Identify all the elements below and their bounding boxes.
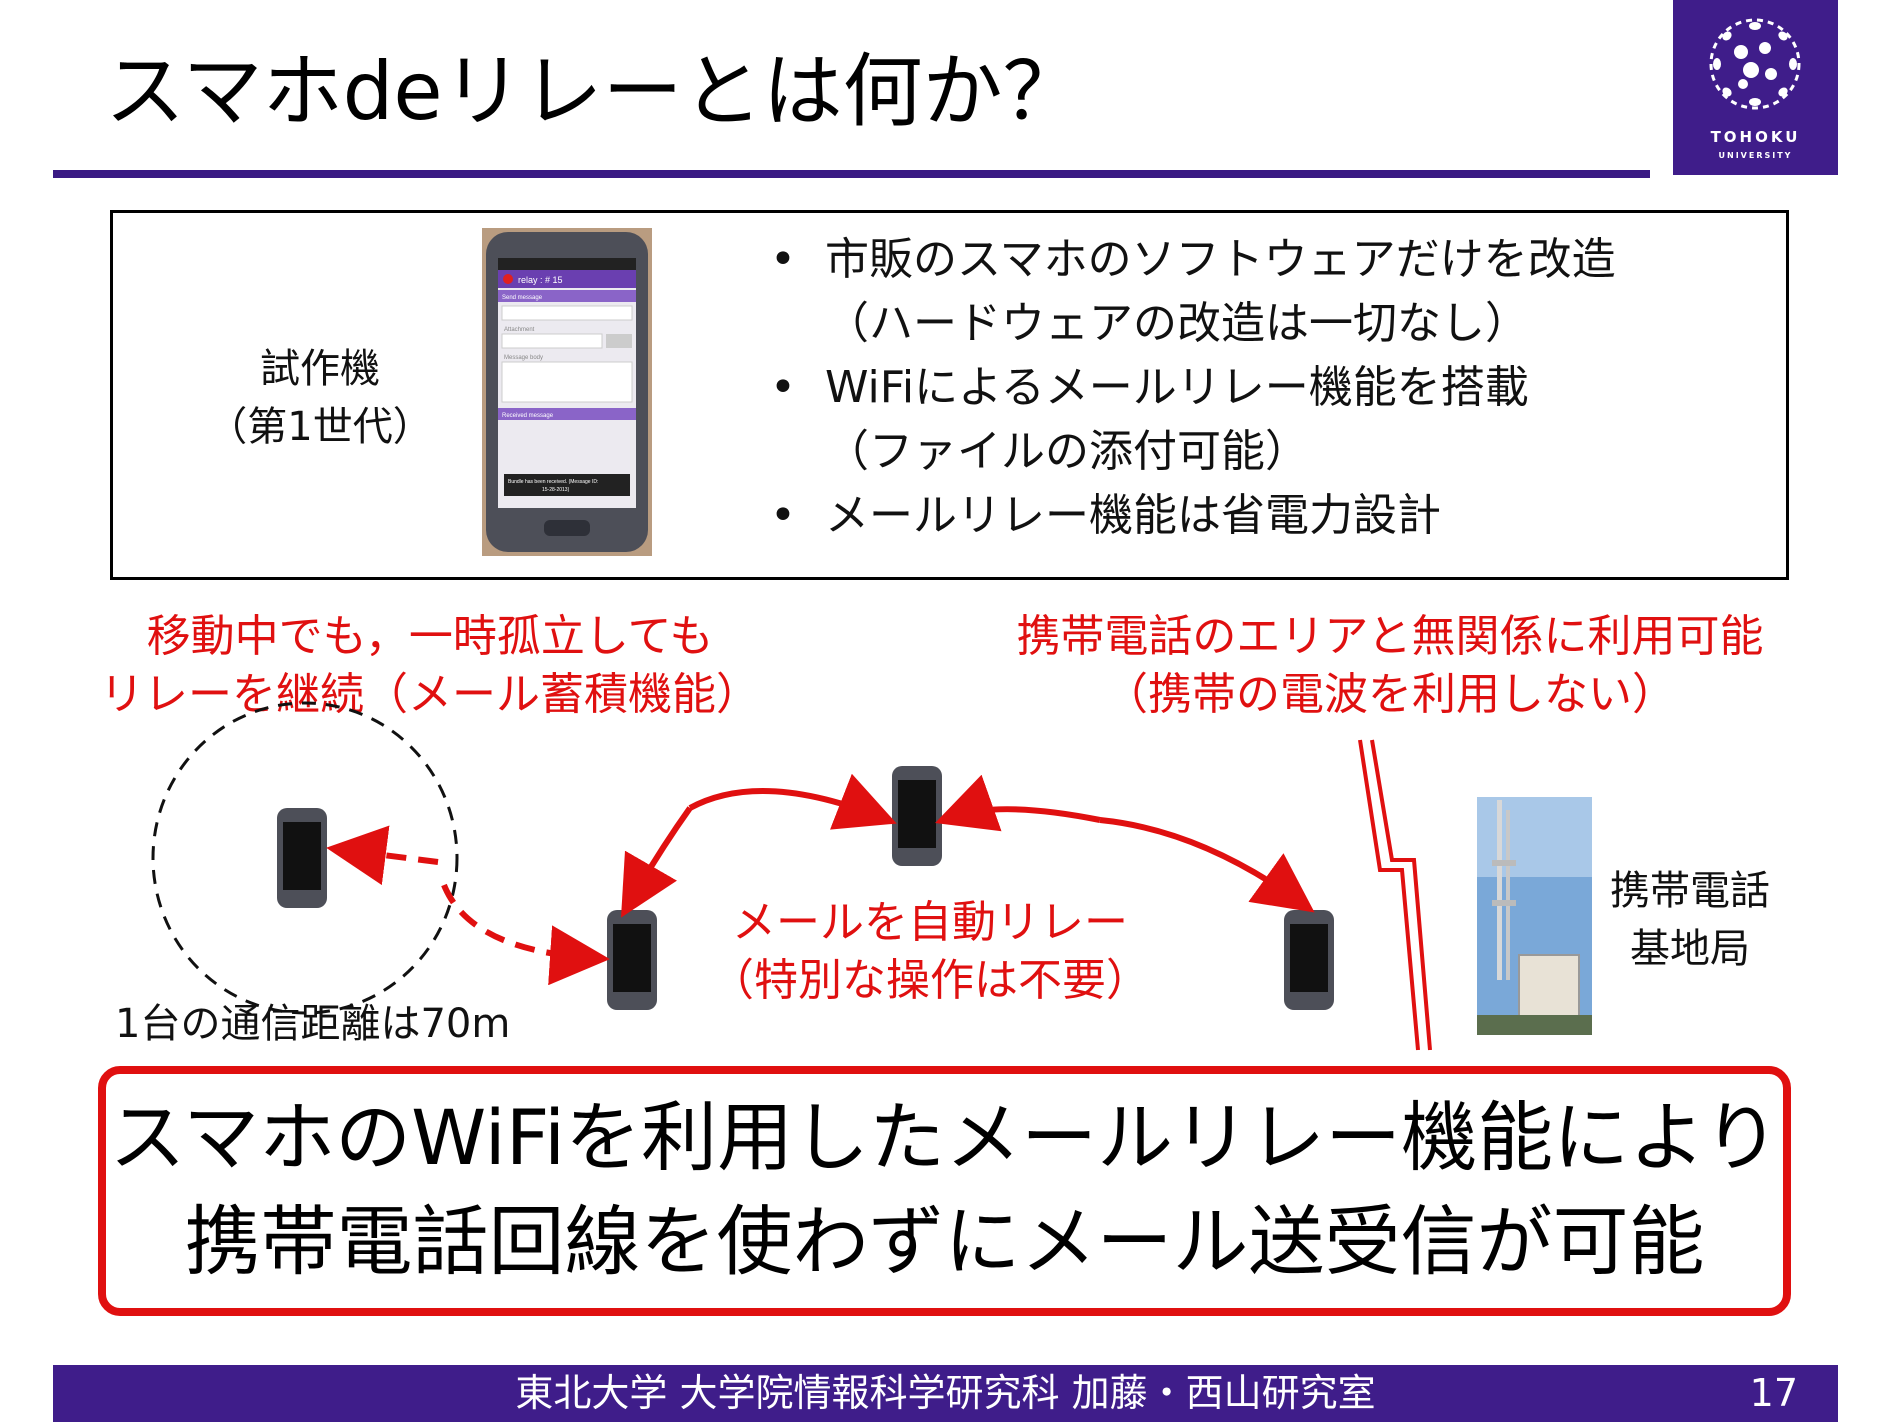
bullet-text: WiFiによるメールリレー機能を搭載	[825, 362, 1529, 413]
area-independent-note: 携帯電話のエリアと無関係に利用可能 （携帯の電波を利用しない）	[975, 608, 1805, 724]
isolation-note-line2: リレーを継続（メール蓄積機能）	[100, 669, 760, 720]
prototype-label: 試作機 （第1世代）	[185, 340, 455, 456]
logo-text-main: TOHOKU	[1710, 128, 1801, 146]
smartphone-icon: relay : # 15 Send message Attachment Mes…	[486, 232, 648, 552]
prototype-spec-box	[110, 210, 1789, 580]
smartphone-icon	[892, 766, 942, 866]
phone-section-received: Received message	[502, 413, 554, 419]
feature-bullet-list: • 市販のスマホのソフトウェアだけを改造 （ハードウェアの改造は一切なし） • Wi…	[770, 228, 1616, 548]
prototype-label-line1: 試作機	[260, 346, 380, 392]
bullet-item: • メールリレー機能は省電力設計	[770, 484, 1616, 548]
page-number: 17	[1749, 1371, 1798, 1415]
auto-relay-line2: （特別な操作は不要）	[710, 955, 1150, 1006]
area-note-line1: 携帯電話のエリアと無関係に利用可能	[1016, 611, 1764, 662]
phone-field-attachment: Attachment	[504, 327, 535, 333]
bullet-text: 市販のスマホのソフトウェアだけを改造	[825, 234, 1616, 285]
bullet-text: メールリレー機能は省電力設計	[825, 490, 1441, 541]
arrow-icon	[935, 774, 1101, 832]
tower-label: 携帯電話 基地局	[1600, 862, 1780, 978]
bullet-text: （ファイルの添付可能）	[825, 426, 1309, 477]
summary-callout: スマホのWiFiを利用したメールリレー機能により 携帯電話回線を使わずにメール送…	[98, 1066, 1791, 1316]
cell-tower-icon	[1477, 797, 1592, 1035]
summary-line1: スマホのWiFiを利用したメールリレー機能により	[109, 1093, 1780, 1182]
arrow-icon	[1099, 817, 1315, 913]
tohoku-university-logo: TOHOKU UNIVERSITY	[1673, 0, 1838, 175]
footer-text: 東北大学 大学院情報科学研究科 加藤・西山研究室	[515, 1371, 1376, 1415]
arrow-icon	[688, 773, 897, 830]
auto-relay-line1: メールを自動リレー	[732, 897, 1128, 948]
area-note-line2: （携帯の電波を利用しない）	[1104, 669, 1676, 720]
tower-label-line1: 携帯電話	[1610, 868, 1770, 914]
phone-toast-line2: 15-28-2013)	[542, 487, 570, 493]
bullet-item: • 市販のスマホのソフトウェアだけを改造	[770, 228, 1616, 292]
isolation-note: 移動中でも，一時孤立しても リレーを継続（メール蓄積機能）	[90, 608, 770, 724]
prototype-label-line2: （第1世代）	[207, 404, 433, 450]
auto-relay-note: メールを自動リレー （特別な操作は不要）	[700, 894, 1160, 1010]
range-circle	[151, 701, 459, 1015]
smartphone-icon	[607, 910, 657, 1010]
phone-section-send: Send message	[502, 295, 543, 301]
bullet-dot: •	[770, 234, 796, 285]
logo-text-sub: UNIVERSITY	[1718, 151, 1793, 160]
isolation-note-line1: 移動中でも，一時孤立しても	[146, 611, 714, 662]
range-note: 1台の通信距離は70m	[115, 1001, 511, 1047]
smartphone-icon	[277, 808, 327, 908]
bullet-text: （ハードウェアの改造は一切なし）	[825, 298, 1529, 349]
slide-title: スマホdeリレーとは何か？	[105, 45, 1083, 138]
arrow-icon	[326, 825, 439, 886]
title-underline	[53, 170, 1650, 178]
footer-bar: 東北大学 大学院情報科学研究科 加藤・西山研究室 17	[53, 1365, 1838, 1422]
bullet-item: （ファイルの添付可能）	[770, 420, 1616, 484]
bullet-dot: •	[770, 362, 796, 413]
phone-field-body: Message body	[504, 355, 543, 361]
bullet-dot: •	[770, 490, 796, 541]
bullet-item: （ハードウェアの改造は一切なし）	[770, 292, 1616, 356]
arrow-icon	[441, 883, 610, 986]
prototype-phone-photo: relay : # 15 Send message Attachment Mes…	[482, 228, 652, 556]
lightning-icon	[1358, 739, 1432, 1051]
tohoku-wreath-logo	[1709, 18, 1801, 110]
relay-diagram	[151, 701, 1592, 1051]
phone-toast-line1: Bundle has been received. (Message ID:	[508, 479, 598, 485]
smartphone-icon	[1284, 910, 1334, 1010]
summary-line2: 携帯電話回線を使わずにメール送受信が可能	[184, 1197, 1705, 1286]
bullet-item: • WiFiによるメールリレー機能を搭載	[770, 356, 1616, 420]
phone-app-title: relay : # 15	[518, 275, 563, 285]
tower-label-line2: 基地局	[1630, 926, 1750, 972]
arrow-icon	[621, 806, 693, 918]
